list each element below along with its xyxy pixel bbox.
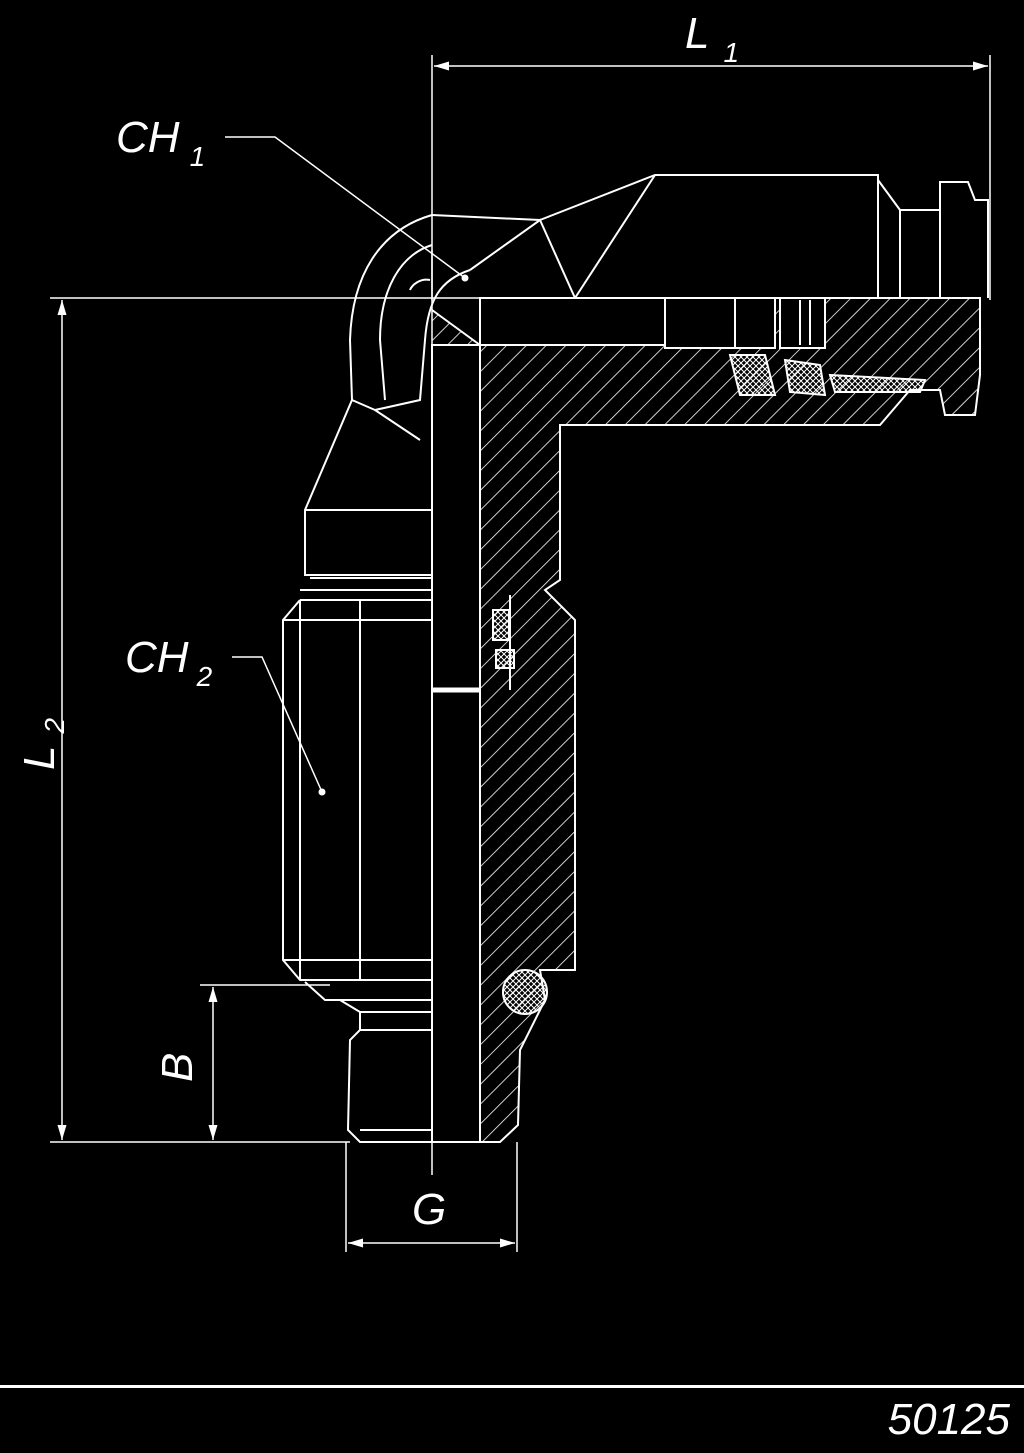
leader-ch1 (225, 136, 469, 282)
label-l2: L2 (15, 718, 70, 770)
leader-ch2 (232, 656, 326, 796)
sectioned-body (431, 297, 981, 1143)
label-ch2-sub: 2 (196, 661, 213, 692)
dimension-b (200, 984, 330, 1140)
label-ch1-sub: 1 (189, 141, 206, 172)
label-l1-main: L (685, 9, 710, 58)
label-l1-sub: 1 (723, 37, 740, 68)
label-ch1-main: CH (116, 113, 180, 162)
label-l2-sub: 2 (39, 717, 70, 734)
label-g: G (412, 1185, 447, 1234)
part-number: 50125 (887, 1395, 1010, 1444)
label-ch1: CH 1 (116, 113, 205, 171)
bottom-rule (0, 1385, 1024, 1388)
swivel-body-outline (282, 174, 989, 1143)
label-ch2-main: CH (125, 633, 189, 682)
dimension-l2 (50, 297, 560, 1143)
dimension-g (345, 1142, 518, 1252)
label-b: B (153, 1052, 202, 1082)
label-l2-main: L (15, 745, 64, 770)
dimension-l1 (431, 55, 991, 300)
